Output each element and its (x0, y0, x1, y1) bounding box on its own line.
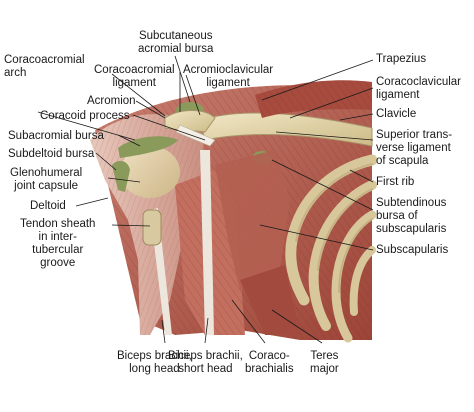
label-first-rib: First rib (376, 176, 415, 188)
label-subscapularis: Subscapularis (376, 244, 449, 256)
label-biceps-short-head: Biceps brachii, short head (168, 350, 243, 375)
label-acromion: Acromion (87, 95, 136, 107)
humeral-head (120, 146, 180, 198)
tendon-sheath (142, 209, 162, 246)
subdeltoid-bursa-shape (112, 160, 130, 192)
label-tendon-sheath: Tendon sheath in inter- tubercular groov… (20, 218, 96, 269)
label-clavicle: Clavicle (376, 108, 417, 120)
label-acromioclavicular-ligament: Acromioclavicular ligament (183, 64, 274, 89)
coracoacromial-ligament-shape (175, 124, 216, 147)
rib-cage-shading (295, 163, 373, 293)
label-subdeltoid-bursa: Subdeltoid bursa (8, 148, 95, 160)
leader-lines (37, 55, 374, 344)
label-biceps-long-head: Biceps brachii, long head (117, 350, 192, 375)
clavicle-bone (199, 112, 373, 147)
subscapularis-fibers (215, 150, 290, 290)
acromion-bone (164, 110, 216, 133)
label-glenohumeral-joint-capsule: Glenohumeral joint capsule (10, 167, 83, 192)
label-coracobrachialis: Coraco- brachialis (245, 350, 294, 375)
label-coracoacromial-ligament: Coracoacromial ligament (94, 64, 175, 89)
label-trapezius: Trapezius (376, 53, 427, 65)
trapezius-fibers (255, 80, 372, 118)
label-subcutaneous-acromial-bursa: Subcutaneous acromial bursa (138, 30, 214, 55)
label-coracoid-process: Coracoid process (40, 110, 130, 122)
teres-major-muscle (240, 265, 300, 335)
label-coracoclavicular-ligament: Coracoclavicular ligament (376, 76, 462, 101)
label-superior-transverse-ligament: Superior trans- verse ligament of scapul… (376, 129, 453, 167)
label-deltoid: Deltoid (30, 200, 66, 212)
label-subtendinous-bursa: Subtendinous bursa of subscapularis (376, 197, 447, 235)
label-coracoacromial-arch: Coracoacromial arch (4, 54, 85, 79)
subacromial-bursa-shape (118, 136, 178, 158)
label-subacromial-bursa: Subacromial bursa (8, 130, 104, 142)
label-teres-major: Teres major (310, 350, 339, 375)
biceps-short-tendon (200, 150, 214, 335)
rib-cage (285, 154, 378, 343)
